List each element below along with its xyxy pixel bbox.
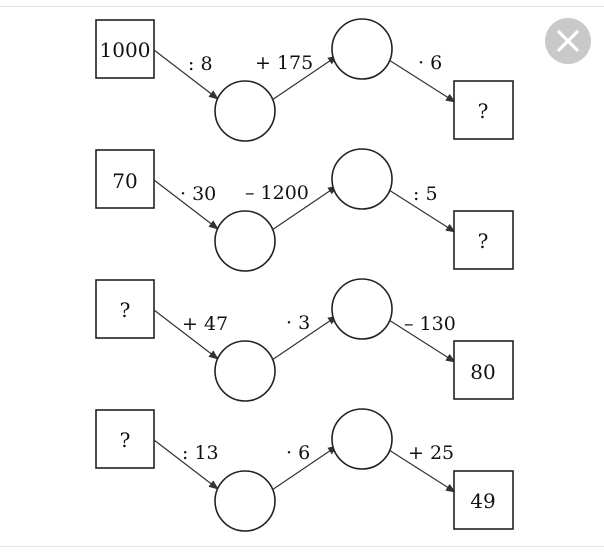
start-box [95,279,155,339]
chain-row-3: ? + 47 · 3 – 130 80 [95,278,514,402]
arrow-3 [388,319,456,363]
operation-2-label: · 6 [286,442,310,464]
operation-1-label: : 13 [182,442,219,464]
bottom-divider [0,546,604,547]
operation-2-label: · 3 [286,312,310,334]
arrow-3 [388,189,456,233]
operation-1-label: · 30 [180,183,216,205]
result-circle-2 [331,408,393,470]
arrow-1 [153,49,219,100]
result-circle-2 [331,278,393,340]
arrow-3 [388,449,456,493]
end-box [453,210,514,270]
operation-3-label: : 5 [413,183,438,205]
operation-3-label: + 25 [408,442,454,464]
operation-2-label: + 175 [255,52,313,74]
arrow-3 [388,59,456,103]
end-value: 80 [470,360,495,384]
top-divider [0,6,604,7]
arrow-2 [271,185,338,231]
result-circle-1 [214,80,276,142]
chain-row-2: 70 · 30 – 1200 : 5 ? [95,148,514,272]
chain-row-4: ? : 13 · 6 + 25 49 [95,408,514,532]
chain-row-1: 1000 : 8 + 175 · 6 ? [95,18,514,142]
start-box [95,19,155,79]
operation-3-label: · 6 [418,52,442,74]
end-value: 49 [470,489,495,513]
arrow-2 [271,55,338,101]
arrow-2 [271,445,338,491]
arrow-1 [153,309,219,360]
start-box [95,409,155,469]
arrow-1 [153,439,219,490]
start-value: ? [120,298,131,322]
close-button[interactable] [545,18,591,64]
arrow-1 [153,179,219,230]
start-value: 70 [112,169,137,193]
end-box [453,470,514,530]
end-box [453,80,514,140]
result-circle-1 [214,340,276,402]
operation-3-label: – 130 [404,313,456,335]
result-circle-1 [214,210,276,272]
start-value: 1000 [100,38,151,62]
end-value: ? [478,99,489,123]
operation-2-label: – 1200 [245,182,309,204]
end-value: ? [478,229,489,253]
result-circle-2 [331,148,393,210]
start-value: ? [120,428,131,452]
end-box [453,340,514,400]
result-circle-2 [331,18,393,80]
result-circle-1 [214,470,276,532]
operation-1-label: : 8 [188,53,213,75]
start-box [95,149,155,209]
operation-1-label: + 47 [182,313,228,335]
arrow-2 [271,315,338,361]
close-icon [557,30,579,52]
